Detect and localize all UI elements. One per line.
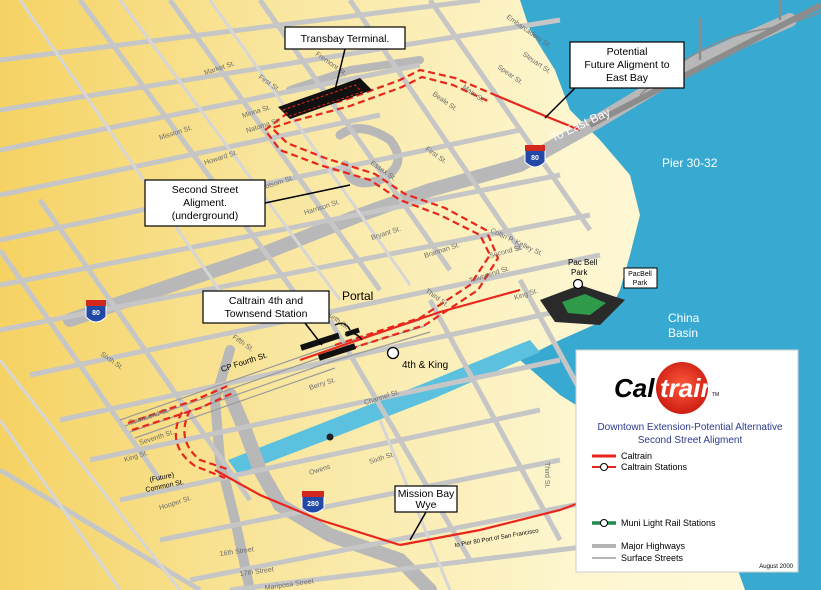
street-third-south: Third St. xyxy=(543,462,550,489)
callout-transbay-label: Transbay Terminal. xyxy=(301,33,390,45)
fourth-king-station-icon xyxy=(386,346,400,360)
i280-label: 280 xyxy=(307,501,319,508)
callout-second-3: (underground) xyxy=(172,210,239,222)
transbay-terminal-block xyxy=(278,78,372,119)
callout-future-3: East Bay xyxy=(606,72,649,84)
callout-future-1: Potential xyxy=(607,46,648,58)
callout-fourth-2: Townsend Station xyxy=(225,308,308,320)
pacbell-box-label-1: PacBell xyxy=(628,271,652,278)
legend-muni: Muni Light Rail Stations xyxy=(621,518,716,528)
legend-muni-icon xyxy=(600,519,608,527)
i80-shield-east: 80 xyxy=(524,145,546,168)
callout-fourth-1: Caltrain 4th and xyxy=(229,295,303,307)
pac-bell-station-icon xyxy=(572,278,584,290)
pier-30-32-label: Pier 30-32 xyxy=(662,156,718,170)
callout-mission-bay-wye: Mission Bay Wye xyxy=(394,485,458,541)
portal-tracks xyxy=(334,322,363,341)
china-basin-label-2: Basin xyxy=(668,326,698,340)
callout-future-alignment: Potential Future Aligment to East Bay xyxy=(544,41,685,119)
portal-label: Portal xyxy=(342,289,373,303)
pacbell-park-box: PacBell Park xyxy=(623,267,658,289)
callout-transbay: Transbay Terminal. xyxy=(284,26,406,91)
caltrain-logo: Cal train TM xyxy=(614,362,719,414)
logo-cal: Cal xyxy=(614,373,655,403)
callout-fourth-townsend: Caltrain 4th and Townsend Station xyxy=(202,290,330,346)
legend-date: August 2000 xyxy=(759,564,793,570)
legend-station-icon xyxy=(600,463,608,471)
callout-second-2: Aligment. xyxy=(183,197,227,209)
legend-caltrain: Caltrain xyxy=(621,451,652,461)
callout-wye-2: Wye xyxy=(416,499,437,511)
legend-streets: Surface Streets xyxy=(621,553,684,563)
channel-station-icon xyxy=(326,433,334,441)
i80-shield-west: 80 xyxy=(85,300,107,323)
pac-bell-park xyxy=(540,285,625,325)
i280-shield: 280 xyxy=(301,491,325,514)
pacbell-box-label-2: Park xyxy=(633,280,648,287)
fourth-and-king-label: 4th & King xyxy=(402,360,448,371)
callout-second-street: Second Street Aligment. (underground) xyxy=(144,179,351,227)
mission-creek-channel xyxy=(228,340,540,474)
street-mariposa: Mariposa Street xyxy=(264,578,314,590)
street-17th: 17th Street xyxy=(239,566,274,578)
legend-stations: Caltrain Stations xyxy=(621,462,688,472)
callout-future-2: Future Aligment to xyxy=(584,59,669,71)
legend-subtitle: Second Street Aligment xyxy=(638,435,743,446)
legend-title: Downtown Extension-Potential Alternative xyxy=(597,422,783,433)
pac-bell-label-1: Pac Bell xyxy=(568,258,598,267)
china-basin-label-1: China xyxy=(668,311,700,325)
pac-bell-label-2: Park xyxy=(571,268,588,277)
callout-wye-1: Mission Bay xyxy=(398,488,455,500)
callout-second-1: Second Street xyxy=(172,184,239,196)
i80-east-label: 80 xyxy=(531,155,539,162)
second-street-alignment xyxy=(127,68,500,480)
caltrain-line xyxy=(214,93,601,547)
legend-panel: Cal train TM Downtown Extension-Potentia… xyxy=(575,349,799,573)
logo-tm: TM xyxy=(712,392,719,398)
legend-highways: Major Highways xyxy=(621,541,686,551)
logo-train: train xyxy=(660,373,716,403)
street-16th: 16th Street xyxy=(219,546,254,558)
i80-west-label: 80 xyxy=(92,310,100,317)
